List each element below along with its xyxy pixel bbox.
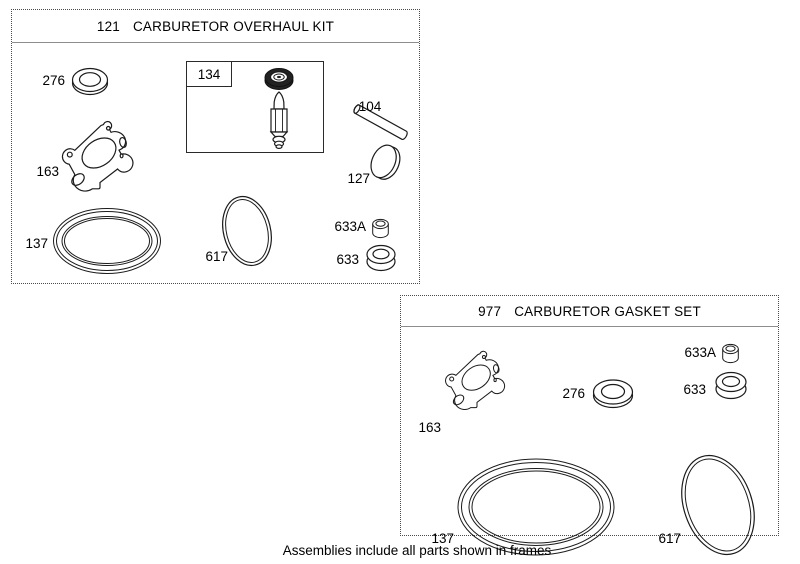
disc-icon bbox=[370, 144, 401, 180]
overhaul-kit-body: 276 134 bbox=[12, 42, 419, 283]
part-label-633: 633 bbox=[683, 382, 706, 397]
part-label-137: 137 bbox=[431, 531, 454, 546]
seal-633 bbox=[713, 370, 749, 401]
gasket-set-name: CARBURETOR GASKET SET bbox=[514, 303, 701, 319]
part-label-633: 633 bbox=[336, 252, 359, 267]
oring-137 bbox=[456, 457, 616, 557]
overhaul-kit-number: 121 bbox=[96, 18, 120, 34]
washer-276 bbox=[68, 65, 112, 99]
part-label-127: 127 bbox=[347, 171, 370, 186]
inset-label-134: 134 bbox=[187, 62, 232, 87]
needle-valve-inset: 134 bbox=[186, 61, 324, 153]
part-label-104: 104 bbox=[358, 99, 382, 114]
part-label-163: 163 bbox=[418, 420, 441, 435]
part-label-134: 134 bbox=[197, 66, 221, 82]
part-label-617: 617 bbox=[205, 249, 228, 264]
gasket-163 bbox=[61, 120, 137, 193]
bushing-633a bbox=[721, 343, 740, 364]
oring-icon bbox=[681, 454, 755, 556]
part-label-276: 276 bbox=[562, 386, 585, 401]
gasket-icon bbox=[445, 350, 506, 411]
part-label-633a: 633A bbox=[684, 345, 716, 360]
oring-137 bbox=[52, 207, 162, 275]
part-label-617: 617 bbox=[658, 531, 681, 546]
part-label-633a: 633A bbox=[334, 219, 366, 234]
washer-icon bbox=[71, 67, 109, 96]
caption: Assemblies include all parts shown in fr… bbox=[282, 543, 552, 558]
part-label-276: 276 bbox=[42, 73, 65, 88]
gasket-set-number: 977 bbox=[478, 303, 502, 319]
oring-icon bbox=[222, 195, 272, 267]
overhaul-kit-frame: 121 CARBURETOR OVERHAUL KIT 276 134 bbox=[11, 9, 420, 284]
washer-276 bbox=[589, 376, 637, 412]
float-pin-104 bbox=[349, 101, 419, 147]
bushing-633a bbox=[371, 218, 390, 239]
gasket-163 bbox=[445, 346, 508, 416]
needle-valve-icon bbox=[264, 68, 294, 149]
bushing-icon bbox=[722, 343, 739, 364]
bushing-icon bbox=[372, 218, 389, 239]
overhaul-kit-name: CARBURETOR OVERHAUL KIT bbox=[132, 18, 335, 34]
gasket-icon bbox=[61, 120, 134, 192]
seal-icon bbox=[366, 244, 396, 272]
gasket-set-frame: 977 CARBURETOR GASKET SET 163 bbox=[400, 295, 779, 556]
washer-icon bbox=[592, 379, 634, 409]
part-label-137: 137 bbox=[25, 236, 48, 251]
gasket-set-title: 977 CARBURETOR GASKET SET bbox=[401, 296, 778, 327]
seal-633 bbox=[364, 243, 398, 273]
seal-icon bbox=[715, 371, 747, 400]
pin-icon bbox=[353, 104, 408, 141]
oring-icon bbox=[457, 458, 615, 556]
oring-icon bbox=[53, 208, 161, 274]
diaphragm-127 bbox=[364, 139, 406, 185]
oring-617 bbox=[219, 192, 275, 270]
gasket-set-body: 163 276 6 bbox=[401, 326, 778, 556]
oring-617 bbox=[676, 452, 760, 558]
part-label-163: 163 bbox=[36, 164, 59, 179]
overhaul-kit-title: 121 CARBURETOR OVERHAUL KIT bbox=[12, 10, 419, 43]
